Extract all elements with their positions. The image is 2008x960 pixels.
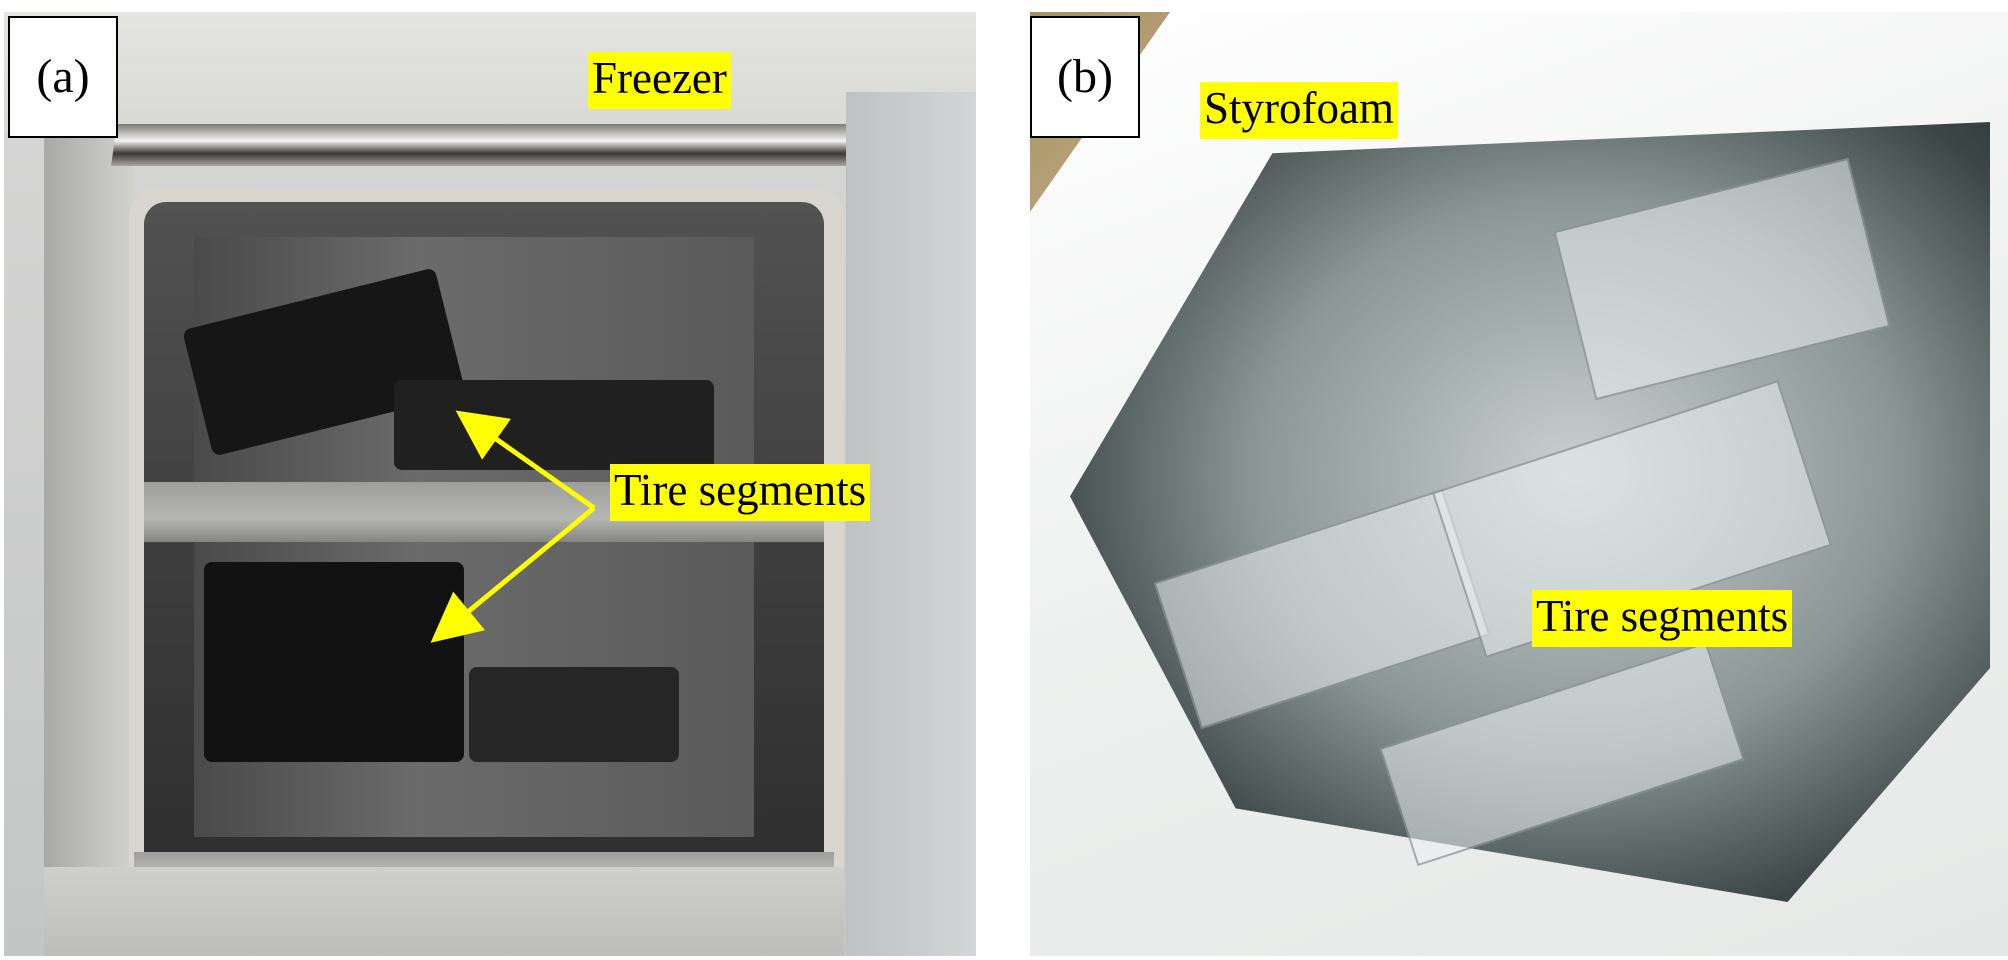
freezer-door bbox=[846, 92, 976, 956]
freezer-bottom bbox=[44, 867, 844, 956]
freezer-annotation: Freezer bbox=[588, 52, 731, 109]
panel-label-a: (a) bbox=[8, 16, 118, 138]
tire-segments-annotation-a: Tire segments bbox=[610, 464, 871, 521]
tire-segment-upper-right bbox=[394, 380, 714, 470]
panel-a-freezer-photo: (a) Freezer Tire segments bbox=[4, 12, 976, 956]
tire-segment-lower-right bbox=[469, 667, 679, 762]
freezer-top bbox=[4, 12, 976, 132]
tire-segments-annotation-b: Tire segments bbox=[1532, 590, 1793, 647]
panel-b-styrofoam-photo: (b) Styrofoam Tire segments bbox=[1030, 12, 2008, 956]
freezer-left-frame bbox=[44, 132, 134, 872]
styrofoam-annotation: Styrofoam bbox=[1200, 82, 1398, 139]
panel-label-b: (b) bbox=[1030, 16, 1140, 138]
tire-segment-lower-left bbox=[204, 562, 464, 762]
tire-pointer-arrows-icon bbox=[430, 410, 596, 643]
